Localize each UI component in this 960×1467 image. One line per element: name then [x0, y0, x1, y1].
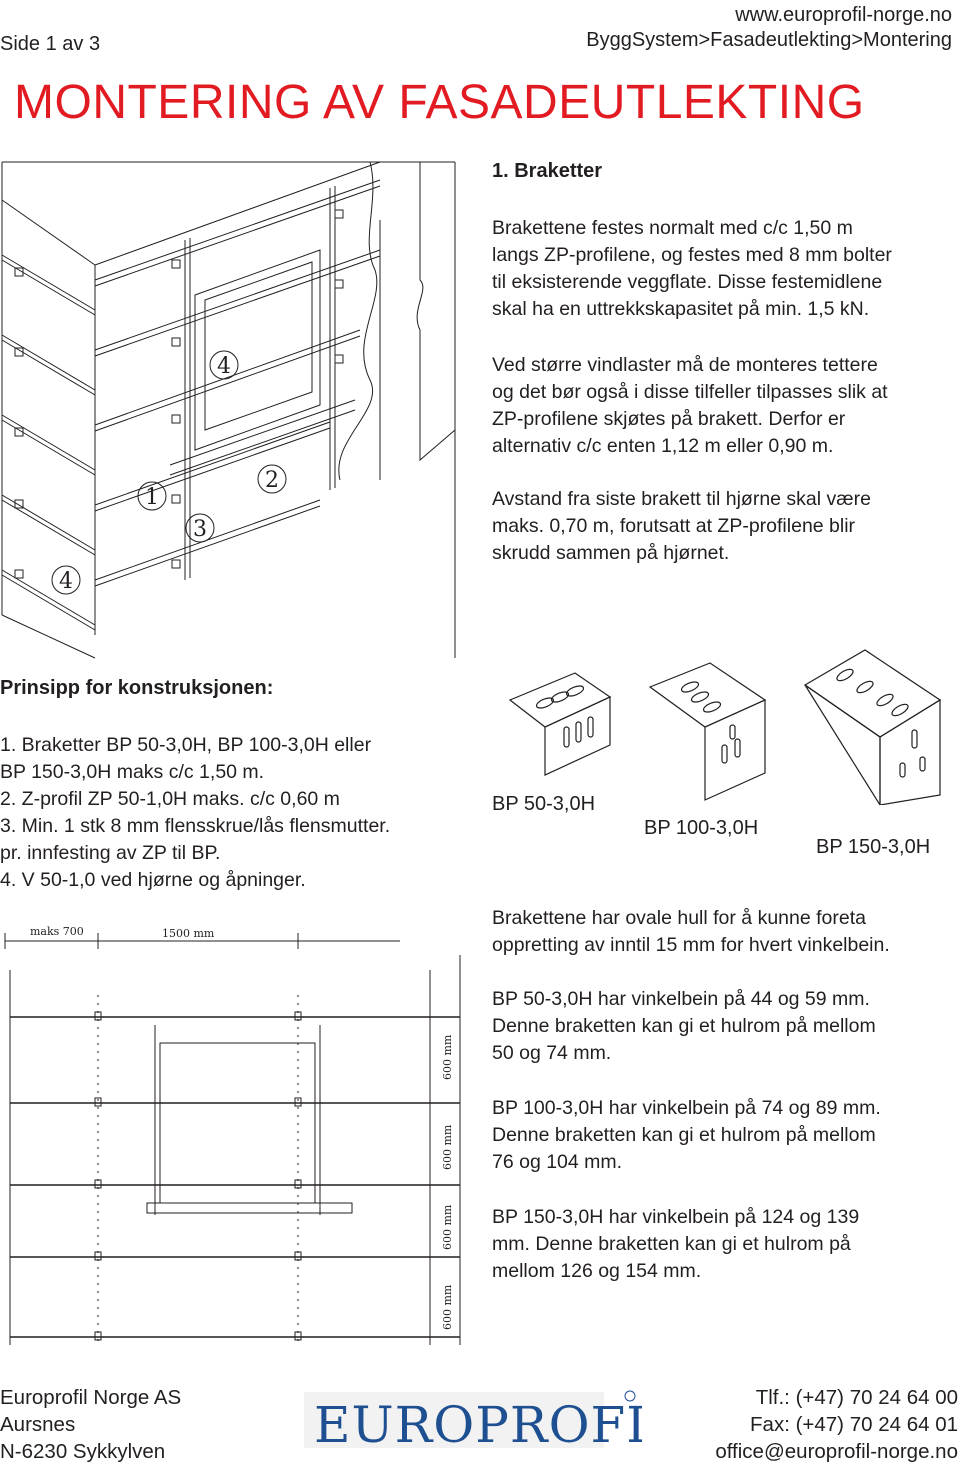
company-postal: N-6230 Sykkylven: [0, 1440, 166, 1463]
dim-maks-700: maks 700: [30, 925, 84, 938]
facade-isometric-drawing: 4 1 3 2 4: [1, 161, 456, 659]
company-name: Europrofil Norge AS: [0, 1386, 182, 1409]
registered-mark-icon: [624, 1390, 636, 1402]
callout-4-top: 4: [217, 354, 231, 379]
page-title: MONTERING AV FASADEUTLEKTING: [14, 76, 865, 129]
company-place: Aursnes: [0, 1413, 76, 1436]
website-url[interactable]: www.europrofil-norge.no: [735, 4, 952, 26]
bp50-bracket-drawing: [508, 672, 612, 776]
callout-1: 1: [145, 485, 159, 510]
logo-text: EUROPROFIL: [314, 1396, 642, 1454]
bp100-bracket-drawing: [648, 662, 767, 801]
phone-number: Tlf.: (+47) 70 24 64 00: [755, 1386, 958, 1409]
bp150-bracket-drawing: [803, 649, 942, 805]
footer-address: Europrofil Norge AS Aursnes N-6230 Sykky…: [0, 1384, 181, 1465]
callout-2: 2: [265, 468, 279, 493]
dim-600-c: 600 mm: [441, 1204, 454, 1250]
section-heading-braketter: 1. Braketter: [492, 160, 603, 182]
label-bp150: BP 150-3,0H: [816, 836, 931, 858]
dim-600-a: 600 mm: [441, 1034, 454, 1080]
dim-1500: 1500 mm: [162, 927, 215, 940]
paragraph-wind-loads: Ved større vindlaster må de monteres tet…: [492, 354, 888, 457]
label-bp100: BP 100-3,0H: [644, 817, 759, 839]
label-bp50: BP 50-3,0H: [492, 793, 596, 815]
paragraph-bp150: BP 150-3,0H har vinkelbein på 124 og 139…: [492, 1206, 860, 1282]
paragraph-oval-holes: Brakettene har ovale hull for å kunne fo…: [492, 907, 890, 956]
breadcrumb: ByggSystem>Fasadeutlekting>Montering: [586, 29, 952, 51]
principle-list: 1. Braketter BP 50-3,0H, BP 100-3,0H ell…: [0, 734, 391, 891]
paragraph-corner-distance: Avstand fra siste brakett til hjørne ska…: [492, 488, 871, 564]
paragraph-bp50: BP 50-3,0H har vinkelbein på 44 og 59 mm…: [492, 988, 876, 1064]
email-link[interactable]: office@europrofil-norge.no: [715, 1440, 958, 1463]
footer-contact: Tlf.: (+47) 70 24 64 00 Fax: (+47) 70 24…: [715, 1384, 958, 1465]
paragraph-bp100: BP 100-3,0H har vinkelbein på 74 og 89 m…: [492, 1097, 881, 1173]
fax-number: Fax: (+47) 70 24 64 01: [750, 1413, 958, 1436]
elevation-drawing: maks 700 1500 mm 600 mm 600 mm 600 mm 60…: [4, 925, 461, 1345]
callout-4-bottom: 4: [59, 569, 73, 594]
callout-3: 3: [193, 517, 207, 542]
paragraph-bracket-spacing: Brakettene festes normalt med c/c 1,50 m…: [492, 217, 892, 320]
dim-600-d: 600 mm: [441, 1284, 454, 1330]
europrofil-logo: EUROPROFIL: [304, 1390, 642, 1454]
page-number: Side 1 av 3: [0, 33, 101, 55]
principle-heading: Prinsipp for konstruksjonen:: [0, 677, 274, 699]
bracket-drawings: [508, 649, 942, 805]
dim-600-b: 600 mm: [441, 1124, 454, 1170]
